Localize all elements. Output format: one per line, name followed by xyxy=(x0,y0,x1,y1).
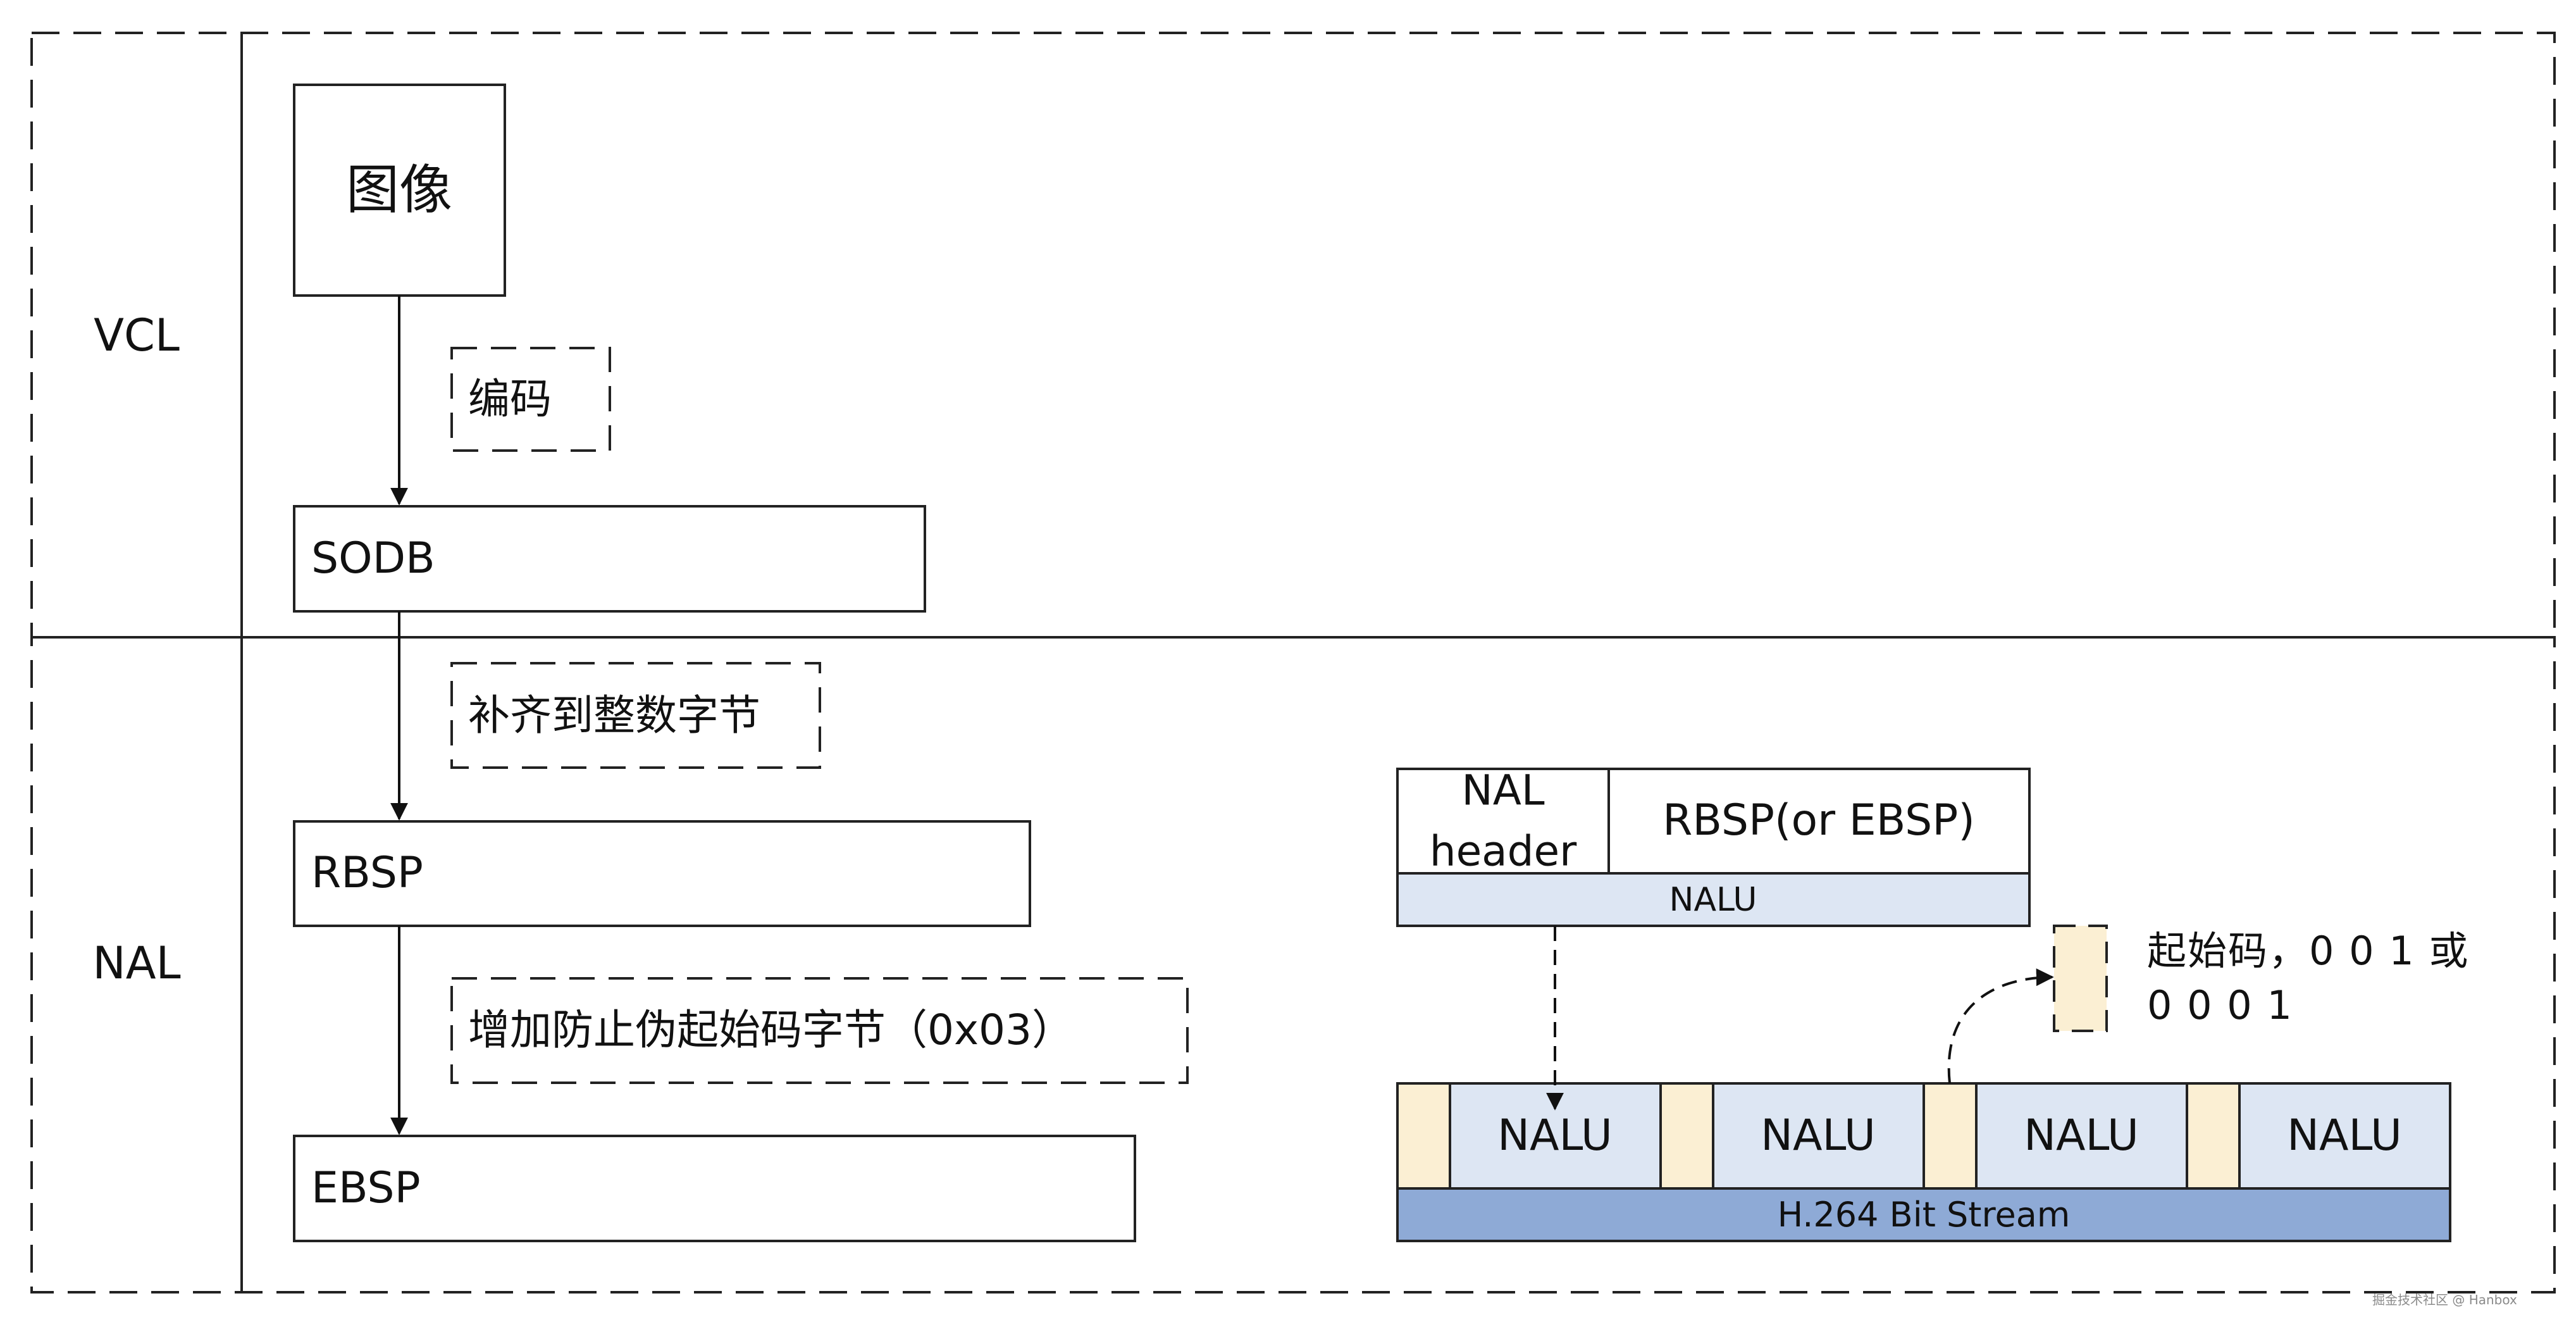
emulation-note-box xyxy=(450,977,1189,1084)
nal-layer-label: NAL xyxy=(92,937,181,989)
nal-header-line1: NAL xyxy=(1461,766,1545,815)
ebsp-box xyxy=(293,1135,1136,1242)
start-code-legend-line1: 起始码，0 0 1 或 xyxy=(2147,928,2470,974)
image-box-label: 图像 xyxy=(345,159,453,221)
bitstream-label: H.264 Bit Stream xyxy=(1777,1195,2071,1235)
nalu-label-bar xyxy=(1396,872,2031,927)
nal-header-label: NAL header xyxy=(1430,760,1577,881)
bitstream-nalu-3-label: NALU xyxy=(2024,1111,2139,1161)
emulation-note-label: 增加防止伪起始码字节（0x03） xyxy=(468,1006,1074,1054)
encode-note-label: 编码 xyxy=(468,375,552,423)
nal-header-line2: header xyxy=(1429,826,1577,875)
watermark: 掘金技术社区 @ Hanbox xyxy=(2372,1292,2517,1307)
image-box xyxy=(293,84,506,297)
arrow-start-code-to-legend xyxy=(1947,968,2054,1084)
rbsp-box-label: RBSP xyxy=(311,848,423,898)
start-code-4 xyxy=(2186,1082,2241,1190)
payload-label: RBSP(or EBSP) xyxy=(1663,795,1975,845)
start-code-legend-line2: 0 0 0 1 xyxy=(2147,982,2293,1028)
bitstream-nalu-1-label: NALU xyxy=(1497,1111,1613,1161)
pad-note-label: 补齐到整数字节 xyxy=(468,691,760,740)
rbsp-box xyxy=(293,820,1031,927)
start-code-swatch xyxy=(2053,925,2108,1032)
nal-header-cell xyxy=(1396,768,1610,875)
nal-layer-frame xyxy=(30,636,2556,1293)
bitstream-nalu-2 xyxy=(1712,1082,1925,1190)
bitstream-nalu-3 xyxy=(1975,1082,2188,1190)
payload-cell xyxy=(1607,768,2031,875)
sodb-box-label: SODB xyxy=(311,533,435,583)
ebsp-box-label: EBSP xyxy=(311,1163,421,1213)
sodb-box xyxy=(293,505,926,613)
vcl-layer-label: VCL xyxy=(94,309,180,361)
bitstream-bar xyxy=(1396,1187,2451,1242)
bitstream-nalu-4-label: NALU xyxy=(2287,1111,2402,1161)
encode-note-box xyxy=(450,347,611,452)
bitstream-nalu-2-label: NALU xyxy=(1761,1111,1876,1161)
nalu-structure-label: NALU xyxy=(1669,881,1757,919)
bitstream-nalu-4 xyxy=(2238,1082,2451,1190)
